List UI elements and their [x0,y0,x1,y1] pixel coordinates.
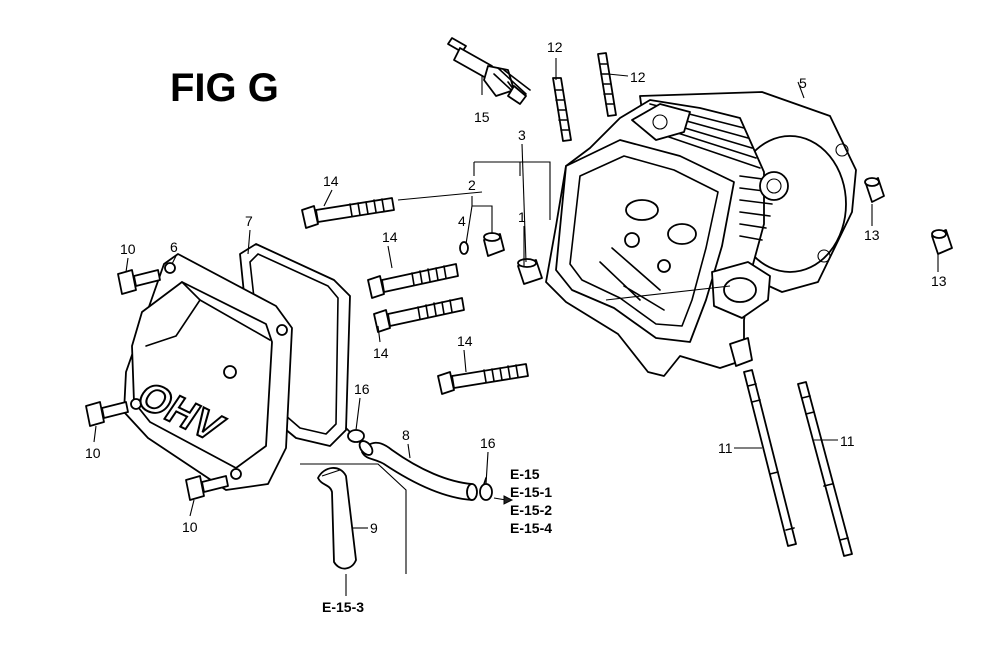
label-14-mid-upper: 14 [382,229,398,245]
cylinder-head [545,99,789,377]
label-13-a: 13 [864,227,880,243]
label-15: 15 [474,109,490,125]
label-16-left: 16 [354,381,370,397]
stud-right [597,52,617,117]
label-12-right: 12 [630,69,646,85]
label-3: 3 [518,127,526,143]
spark-plug [447,37,531,105]
label-10-left: 10 [85,445,101,461]
long-stud-left [743,369,797,547]
label-14-bottom: 14 [457,333,473,349]
figure-title: FIG G [170,66,279,110]
label-11-left: 11 [718,440,733,456]
dowel-pin-b [931,229,953,255]
ref-e-15-3: E-15-3 [322,599,364,615]
label-6: 6 [170,239,178,255]
bolt-mid-lower [373,297,465,333]
label-10-top: 10 [120,241,136,257]
long-stud-right [797,381,853,557]
ref-e-15-1: E-15-1 [510,484,552,500]
label-1: 1 [518,209,526,225]
label-11-right: 11 [840,433,855,449]
label-13-b: 13 [931,273,947,289]
bolt-mid-upper [367,263,459,299]
cover-bolt-left [85,401,129,427]
label-4: 4 [458,213,466,229]
label-7: 7 [245,213,253,229]
label-14-mid-lower: 14 [373,345,389,361]
collar-1 [517,258,543,285]
label-14-top: 14 [323,173,339,189]
label-5: 5 [799,75,807,91]
breather-tube [358,440,478,501]
label-16-right: 16 [480,435,496,451]
bolt-bottom [437,363,529,395]
tube-clip-left [345,427,365,443]
label-2: 2 [468,177,476,193]
label-8: 8 [402,427,410,443]
breather-tube-lower [317,467,357,570]
label-9: 9 [370,520,378,536]
ref-e-15-2: E-15-2 [510,502,552,518]
leader-lines [93,58,939,596]
label-12-left: 12 [547,39,563,55]
reference-codes: E-15 E-15-1 E-15-2 E-15-4 E-15-3 [322,466,552,615]
label-10-bottom: 10 [182,519,198,535]
bolt-top [301,197,395,229]
collar-4 [459,232,505,257]
cover-bolt-bottom [185,475,229,501]
dowel-pin-a [864,177,885,203]
stud-left [552,77,572,142]
part-labels: 15 12 12 5 13 13 3 2 4 1 14 14 14 14 6 7… [85,39,947,536]
head-cover: OHV [123,253,293,491]
ref-e-15: E-15 [510,466,540,482]
ref-e-15-4: E-15-4 [510,520,552,536]
cover-bolt-top [117,269,161,295]
